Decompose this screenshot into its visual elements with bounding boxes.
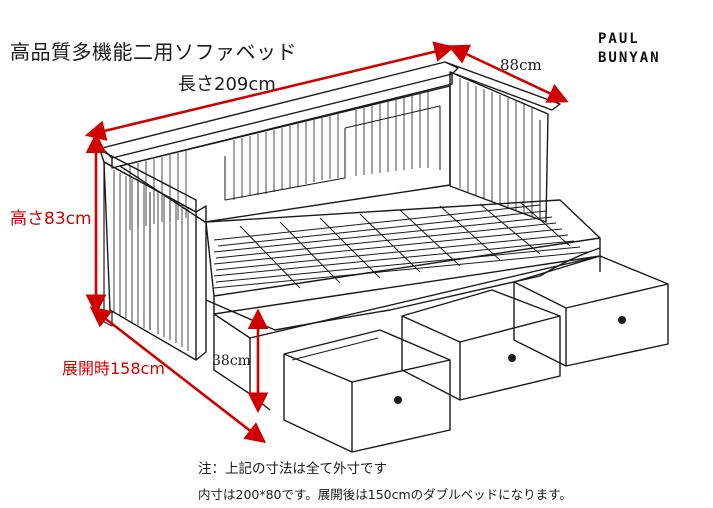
depth-arrow (447, 44, 569, 103)
expanded-arrow (89, 306, 267, 444)
product-title: 高品質多機能二用ソファベッド (10, 40, 297, 64)
back-top-rail (101, 61, 459, 159)
drawer-knob-3 (618, 316, 626, 324)
pullout-frame (205, 247, 601, 331)
drawer-2 (401, 289, 561, 401)
brand-logo: PAUL BUNYAN (598, 30, 688, 68)
drawer-knob-1 (394, 396, 402, 404)
drawer-1 (283, 329, 451, 453)
back-panel-slats (129, 92, 429, 230)
back-panel (119, 85, 451, 223)
drawer-height-label: 38cm (212, 353, 251, 369)
brand-line-1: PAUL (598, 31, 640, 47)
expanded-length-label: 展開時158cm (62, 359, 165, 378)
brand-line-2: BUNYAN (598, 50, 661, 66)
drawer-knob-2 (508, 354, 516, 362)
length-arrow (84, 41, 456, 141)
length-label: 長さ209cm (178, 74, 276, 95)
height-label: 高さ83cm (10, 209, 92, 229)
drawer-3 (513, 255, 669, 367)
slat-frame (205, 199, 601, 297)
depth-label: 88cm (500, 56, 542, 74)
drawer-knobs (394, 316, 626, 404)
note-line-1: 注：上記の寸法は全て外寸です (198, 461, 387, 477)
note-line-2: 内寸は200*80です。展開後は150cmのダブルベッドになります。 (198, 487, 572, 502)
bed-slats (213, 201, 589, 289)
left-arm-slats (113, 170, 189, 351)
